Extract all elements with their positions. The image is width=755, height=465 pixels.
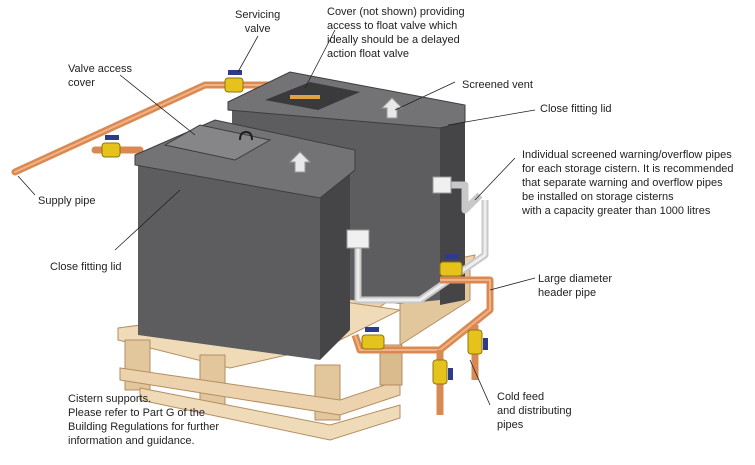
front-cistern-side: [320, 170, 350, 360]
front-cistern: [134, 119, 356, 360]
pallet-runner: [139, 387, 401, 441]
label-cover-float-valve: Cover (not shown) providing access to fl…: [327, 6, 465, 60]
label-warning-overflow: Individual screened warning/overflow pip…: [522, 149, 734, 217]
label-servicing-valve: Servicing valve: [235, 9, 281, 35]
float-valve: [290, 95, 320, 99]
label-close-fitting-lid-left: Close fitting lid: [50, 261, 122, 273]
warning-overflow-pipes: [346, 176, 489, 304]
label-valve-access-cover: Valve access cover: [68, 63, 132, 89]
valve-handle-icon: [445, 254, 459, 259]
label-header-pipe: Large diameter header pipe: [538, 273, 612, 299]
label-cold-feed: Cold feed and distributing pipes: [497, 391, 572, 431]
valves: [101, 70, 488, 385]
valve-access-cover-shape: [163, 124, 272, 161]
label-close-fitting-lid-right: Close fitting lid: [540, 103, 612, 115]
label-screened-vent: Screened vent: [462, 79, 533, 91]
valve-handle-icon: [228, 70, 242, 75]
valve-brass: [101, 142, 121, 158]
front-cistern-front: [138, 165, 320, 360]
leader-lines: [17, 29, 536, 406]
valve-handle-icon: [365, 327, 379, 332]
valve-handle-icon: [483, 338, 488, 350]
back-screened-vent-icon: [380, 97, 404, 119]
overflow-box: [432, 176, 452, 194]
overflow-box: [346, 229, 370, 249]
cover-handle-icon: [239, 130, 253, 141]
valve-brass: [432, 359, 448, 385]
pallet-block: [379, 344, 403, 386]
valve-handle-icon: [448, 368, 453, 380]
valve-brass: [224, 77, 244, 93]
front-screened-vent-icon: [288, 151, 312, 173]
valve-handle-icon: [105, 135, 119, 140]
valve-brass: [439, 261, 463, 277]
valve-brass: [467, 329, 483, 355]
label-supply-pipe: Supply pipe: [38, 195, 96, 207]
label-cistern-supports: Cistern supports. Please refer to Part G…: [68, 393, 220, 447]
valve-brass: [361, 334, 385, 350]
